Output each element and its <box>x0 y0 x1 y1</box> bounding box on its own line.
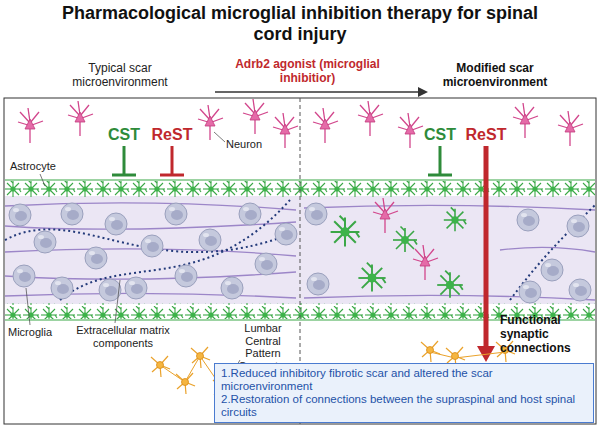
reactive-astrocytes <box>331 207 467 297</box>
supraspinal-neurons <box>18 99 583 148</box>
leader-lines <box>26 132 240 384</box>
label-text: CST <box>420 126 460 144</box>
label-text: CST <box>104 126 144 144</box>
transition-arrow <box>215 91 418 93</box>
label-text: Adrb2 agonist (microglial inhibitior) <box>225 58 390 86</box>
astrocyte-border <box>5 179 595 180</box>
summary-box: 1.Reduced inhibitory fibrotic scar and a… <box>214 363 594 423</box>
label-text: Extracellular matrix components <box>68 324 178 349</box>
label-text: Modified scar microenvironment <box>425 62 565 90</box>
label-text: Typical scar microenvironment <box>55 62 185 90</box>
scar-neurons <box>373 198 438 280</box>
summary-text: 1.Reduced inhibitory fibrotic scar and a… <box>221 367 587 393</box>
summary-text: 2.Restoration of connections between the… <box>221 393 587 419</box>
label-text: Neuron <box>226 138 286 151</box>
label-text: Microglia <box>8 326 78 339</box>
rest-regrowth-arrow <box>484 146 489 348</box>
label-text: Astrocyte <box>10 160 80 173</box>
tract-inhibition-marks <box>112 146 452 175</box>
label-text: Functional synaptic connections <box>500 314 595 355</box>
title-text: Pharmacological microglial inhibition th… <box>50 3 550 45</box>
ecm-dotted-fibers <box>5 200 595 300</box>
label-text: ReST <box>462 126 510 144</box>
arrow-head <box>418 87 428 97</box>
panel-frame <box>4 98 596 424</box>
label-text: ReST <box>150 126 194 144</box>
